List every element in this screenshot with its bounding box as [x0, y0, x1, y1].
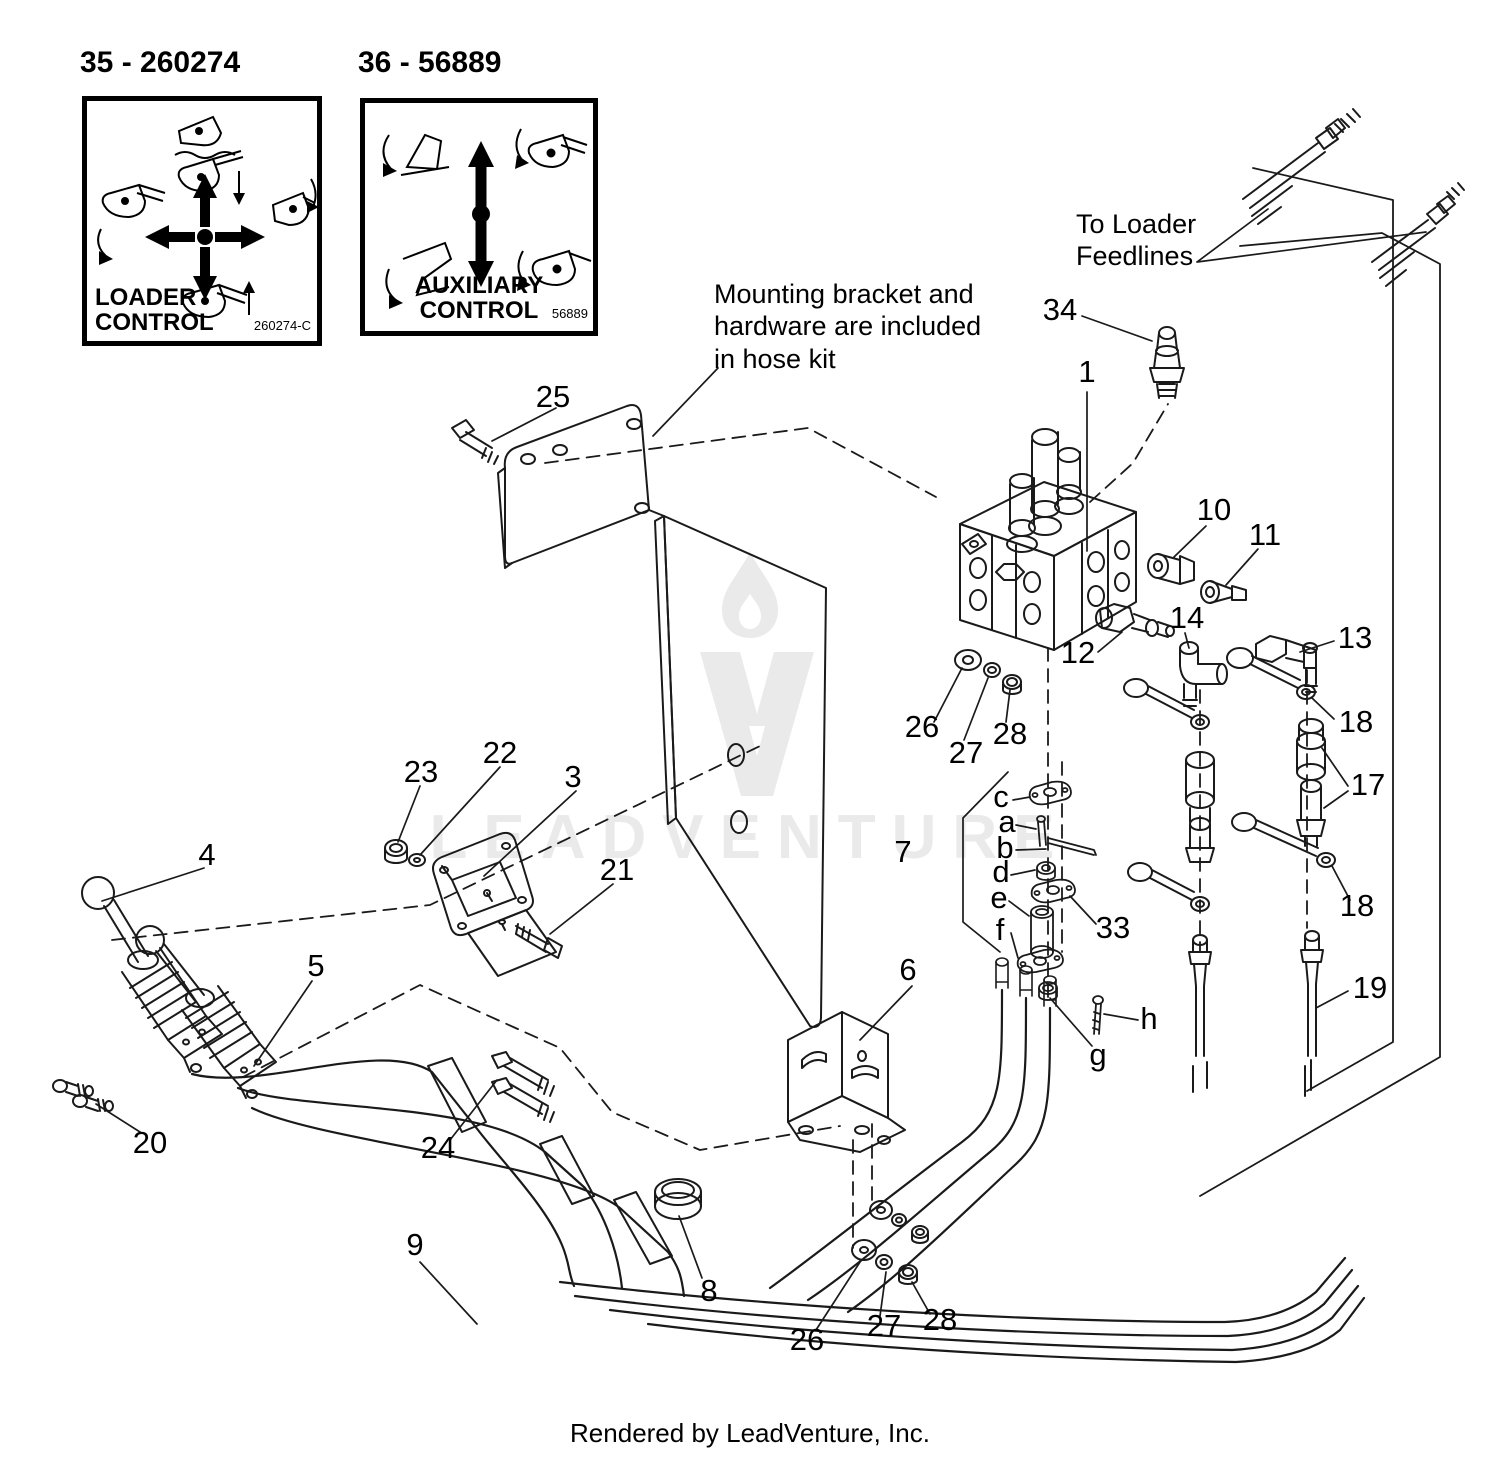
loader-control-decal: LOADER CONTROL 260274-C	[82, 96, 322, 346]
callout-27-13: 27	[948, 735, 984, 770]
callout-1-2: 1	[1078, 354, 1096, 389]
callout-28-14: 28	[992, 716, 1028, 751]
callout-24-33: 24	[420, 1130, 456, 1165]
callout-c-16: c	[993, 779, 1009, 814]
callout-18-8: 18	[1338, 704, 1374, 739]
bracket-3-assembly	[384, 831, 563, 977]
callout-26-12: 26	[904, 709, 940, 744]
fitting-10	[1147, 553, 1195, 585]
callout-9-35: 9	[406, 1227, 424, 1262]
callout-h-24: h	[1140, 1001, 1158, 1036]
callout-4-30: 4	[198, 837, 216, 872]
auxiliary-control-line1: AUXILIARY	[414, 272, 544, 300]
callout-7-15: 7	[894, 834, 912, 869]
control-cables	[190, 1057, 1366, 1364]
coupler-left-column	[1185, 751, 1215, 1093]
callout-21-29: 21	[599, 852, 635, 887]
ring-8	[654, 1178, 702, 1220]
callout-12-5: 12	[1060, 635, 1096, 670]
callout-a-17: a	[998, 804, 1016, 839]
feedline-hoses	[1242, 108, 1465, 287]
rod-assembly-upper-left	[1123, 678, 1210, 730]
bracket-6	[787, 1011, 906, 1153]
callout-10-3: 10	[1196, 492, 1232, 527]
fitting-34	[1149, 326, 1185, 399]
rod-assembly-upper-right	[1226, 647, 1316, 700]
to-loader-feedlines-note: To Loader Feedlines	[1076, 209, 1197, 272]
leader-lines	[95, 208, 1427, 1331]
callout-g-23: g	[1089, 1037, 1107, 1072]
callout-f-21: f	[995, 912, 1005, 947]
fittings-20	[52, 1079, 114, 1112]
callout-17-9: 17	[1350, 767, 1386, 802]
rod-assembly-lower-right	[1231, 812, 1336, 868]
decal-36-header: 36 - 56889	[358, 46, 502, 79]
valve-block	[959, 428, 1137, 651]
valve-cables	[768, 957, 1057, 1314]
auxiliary-vertical-control-pictogram-icon	[382, 128, 592, 309]
callout-13-7: 13	[1337, 620, 1373, 655]
loader-control-line1: LOADER	[95, 284, 197, 312]
bolt-25	[451, 419, 499, 465]
fitting-14-elbow	[1179, 641, 1228, 707]
callout-25-0: 25	[535, 379, 571, 414]
callout-20-32: 20	[132, 1125, 168, 1160]
callout-28-38: 28	[922, 1302, 958, 1337]
callout-5-31: 5	[307, 948, 325, 983]
loader-control-line2: CONTROL	[95, 308, 214, 336]
mounting-bracket-note: Mounting bracket and hardware are includ…	[714, 279, 982, 374]
hose-19	[1300, 930, 1324, 1097]
callout-d-19: d	[992, 854, 1010, 889]
auxiliary-control-label: AUXILIARY CONTROL	[365, 272, 593, 324]
callout-34-1: 34	[1042, 292, 1078, 327]
auxiliary-control-decal: AUXILIARY CONTROL 56889	[360, 98, 598, 336]
callout-11-4: 11	[1248, 517, 1282, 552]
callout-33-22: 33	[1095, 910, 1131, 945]
washer-nut-group-valve	[954, 649, 1022, 695]
callout-23-26: 23	[403, 754, 439, 789]
lever-4	[81, 876, 223, 1073]
callout-27-37: 27	[866, 1308, 902, 1343]
mounting-plate	[497, 404, 827, 1028]
decal-35-header: 35 - 260274	[80, 46, 241, 79]
callout-18-10: 18	[1339, 888, 1375, 923]
coupler-17	[1296, 718, 1326, 847]
callout-8-34: 8	[700, 1273, 718, 1308]
leadventure-logo-watermark	[700, 552, 814, 796]
callout-e-20: e	[990, 880, 1008, 915]
callout-26-36: 26	[789, 1322, 825, 1357]
callout-3-28: 3	[564, 759, 582, 794]
fitting-11	[1200, 580, 1247, 604]
leadventure-watermark-text: LEADVENTURE	[429, 803, 1071, 872]
loader-control-label: LOADER CONTROL	[95, 284, 214, 336]
loader-4way-control-pictogram-icon	[97, 115, 317, 319]
fitting-12	[1095, 603, 1175, 638]
rendered-by-credit: Rendered by LeadVenture, Inc.	[570, 1418, 930, 1448]
callout-14-6: 14	[1169, 600, 1205, 635]
decal-36-code: 56889	[551, 306, 588, 321]
decal-35-code: 260274-C	[253, 318, 311, 333]
auxiliary-control-line2: CONTROL	[419, 296, 539, 324]
callout-22-27: 22	[482, 735, 518, 770]
rear-panel-outline	[1199, 167, 1441, 1197]
alignment-dashed-lines	[111, 403, 1308, 1249]
callout-b-18: b	[996, 830, 1014, 865]
callout-19-11: 19	[1352, 970, 1388, 1005]
bolts-24	[491, 1051, 555, 1123]
callout-6-25: 6	[899, 952, 917, 987]
